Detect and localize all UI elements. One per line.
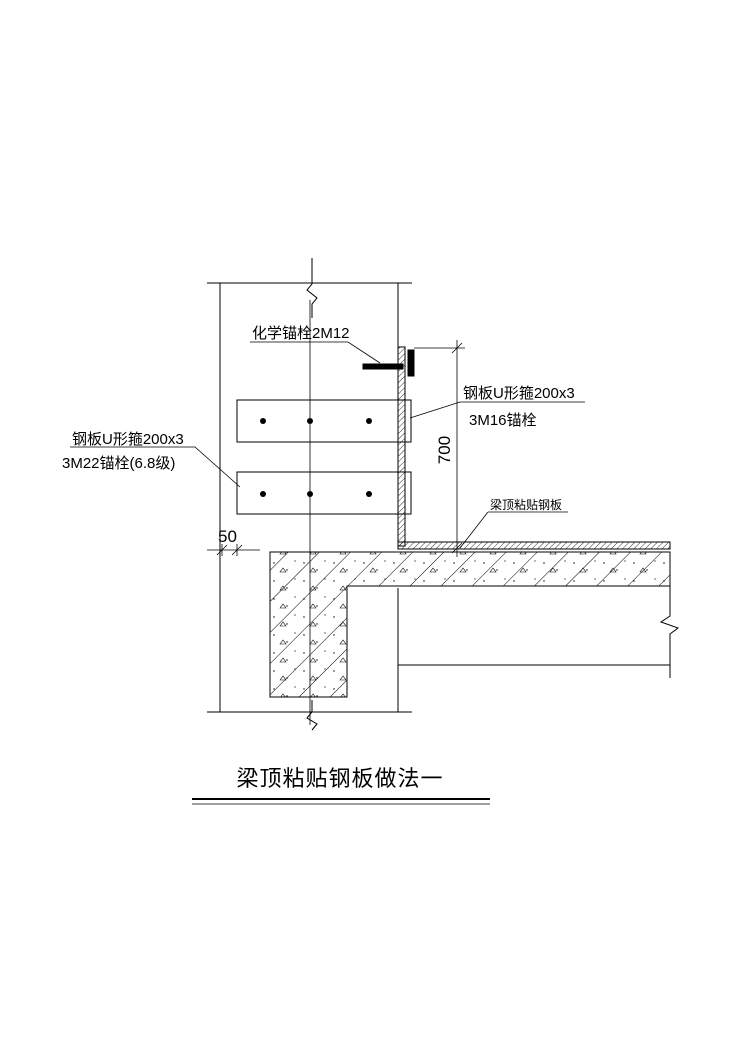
dimension-50	[207, 544, 260, 556]
dimension-700-label: 700	[435, 436, 454, 464]
bolt	[366, 418, 372, 424]
slab-lines	[398, 585, 670, 666]
label-u-hoop-right-2: 3M16锚栓	[469, 412, 537, 429]
bolt	[307, 491, 313, 497]
label-beam-top-plate: 梁顶粘贴钢板	[490, 497, 562, 512]
break-lines	[306, 258, 680, 731]
dimension-50-label: 50	[218, 527, 237, 546]
bolt	[260, 491, 266, 497]
dimension-700	[414, 340, 465, 557]
bolt	[366, 491, 372, 497]
u-hoop-plate-lower	[236, 471, 412, 515]
drawing-title: 梁顶粘贴钢板做法一	[236, 767, 443, 792]
u-hoop-plate-upper	[236, 399, 412, 443]
bolt	[307, 418, 313, 424]
label-u-hoop-left-1: 钢板U形箍200x3	[72, 430, 184, 448]
bolt	[260, 418, 266, 424]
label-u-hoop-right-1: 钢板U形箍200x3	[463, 384, 575, 402]
bonded-steel-plate	[397, 346, 671, 550]
label-u-hoop-left-2: 3M22锚栓(6.8级)	[62, 455, 175, 472]
title-underline	[192, 798, 490, 805]
leaders	[70, 341, 585, 549]
beam-slab-section	[269, 551, 671, 698]
chemical-anchor	[362, 349, 415, 377]
label-chemical-anchor: 化学锚栓2M12	[252, 325, 350, 342]
